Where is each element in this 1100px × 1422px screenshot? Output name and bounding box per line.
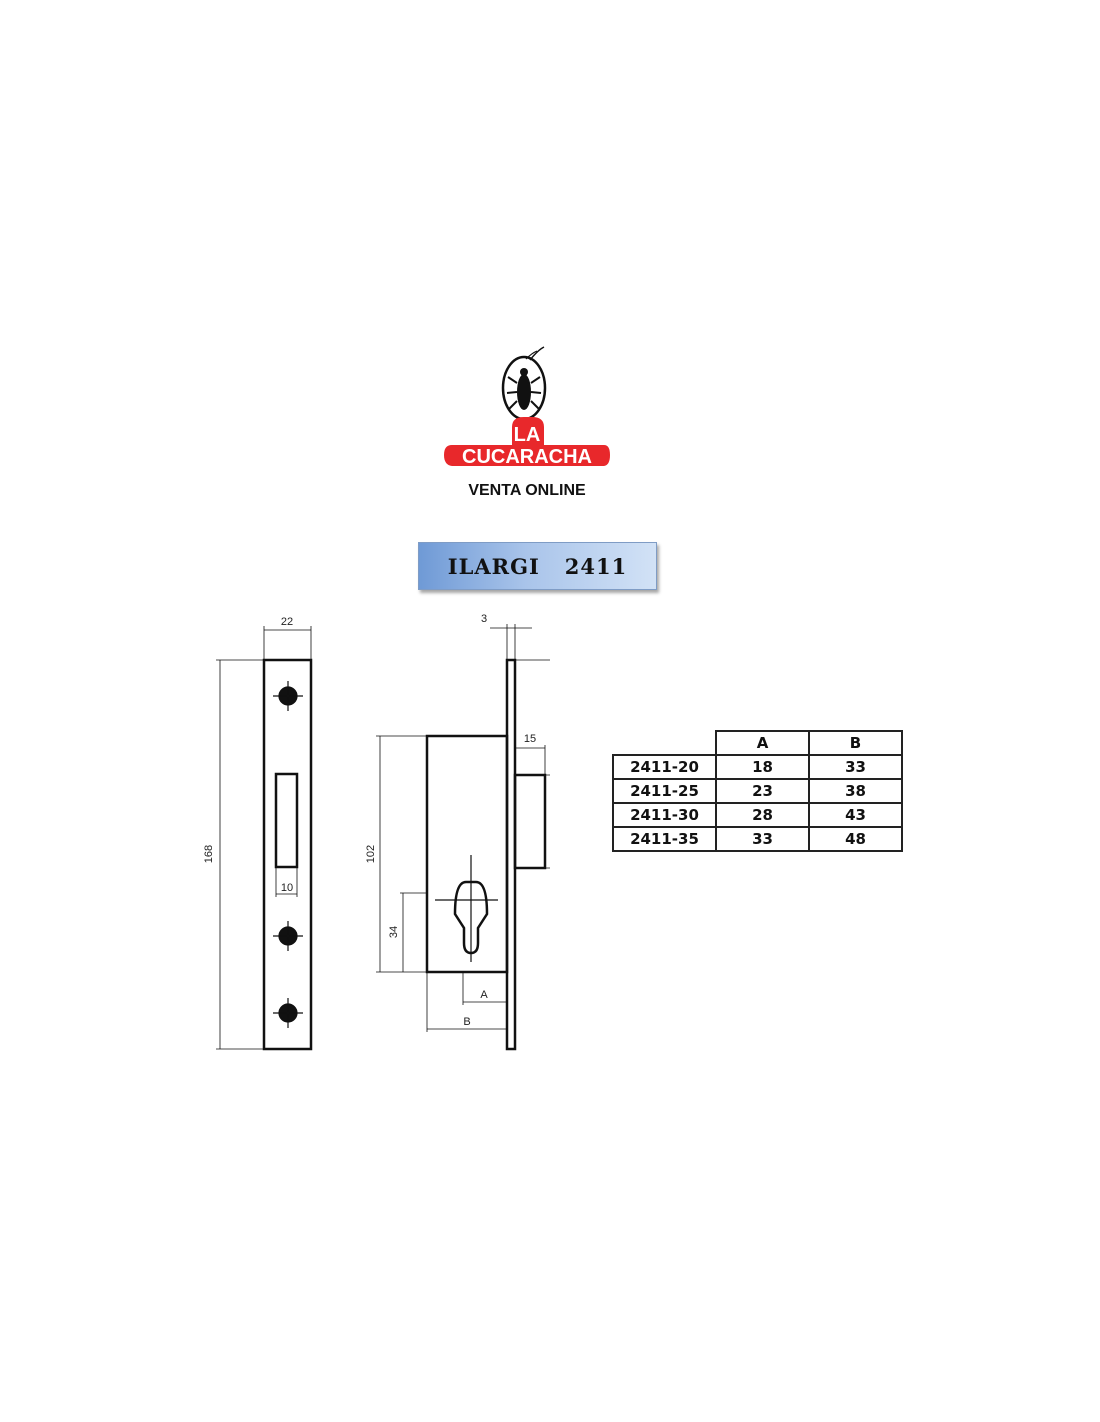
logo-line1: LA [514, 424, 541, 446]
bolt [513, 773, 547, 870]
latch-slot [274, 772, 299, 869]
value-b-cell: 48 [808, 826, 903, 852]
value-a-cell: 28 [715, 802, 810, 828]
logo-line2: CUCARACHA [462, 446, 592, 468]
value-b-cell: 38 [808, 778, 903, 804]
model-cell: 2411-20 [612, 754, 717, 780]
title-brand: ILARGI [447, 553, 540, 579]
table-row: 2411-25 23 38 [612, 778, 903, 804]
title-model: 2411 [564, 553, 628, 579]
dim-faceplate-height: 168 [203, 845, 215, 863]
dimensions-table: A B 2411-20 18 33 2411-25 23 38 2411-30 … [612, 730, 903, 852]
model-cell: 2411-30 [612, 802, 717, 828]
dim-b: B [463, 1016, 470, 1028]
screw-hole-bottom [273, 998, 303, 1028]
value-b-cell: 33 [808, 754, 903, 780]
dim-a: A [480, 989, 488, 1001]
dim-slot-width: 10 [281, 882, 293, 894]
logo-line3: VENTA ONLINE [468, 482, 586, 499]
cockroach-icon [501, 346, 547, 421]
table-header-row: A B [612, 730, 903, 756]
table-row: 2411-20 18 33 [612, 754, 903, 780]
value-a-cell: 18 [715, 754, 810, 780]
screw-hole-middle [273, 921, 303, 951]
model-cell: 2411-35 [612, 826, 717, 852]
dim-bolt-projection: 15 [524, 733, 536, 745]
cylinder-hole [453, 880, 489, 955]
brand-logo: LA CUCARACHA VENTA ONLINE [440, 345, 614, 500]
dim-cylinder-height: 34 [388, 926, 400, 938]
column-header-a: A [715, 730, 810, 756]
dim-faceplate-width: 22 [281, 616, 293, 628]
table-corner-cell [612, 730, 717, 756]
value-b-cell: 43 [808, 802, 903, 828]
technical-drawing: 22 168 10 3 50 15 40 102 34 A B [190, 610, 572, 1060]
faceplate-front [262, 658, 313, 1051]
product-title: ILARGI 2411 [418, 542, 657, 590]
dim-case-height: 102 [365, 845, 377, 863]
model-cell: 2411-25 [612, 778, 717, 804]
column-header-b: B [808, 730, 903, 756]
dim-faceplate-thickness: 3 [481, 613, 487, 625]
screw-hole-top [273, 681, 303, 711]
table-row: 2411-35 33 48 [612, 826, 903, 852]
lock-case [425, 734, 509, 974]
value-a-cell: 33 [715, 826, 810, 852]
table-row: 2411-30 28 43 [612, 802, 903, 828]
value-a-cell: 23 [715, 778, 810, 804]
